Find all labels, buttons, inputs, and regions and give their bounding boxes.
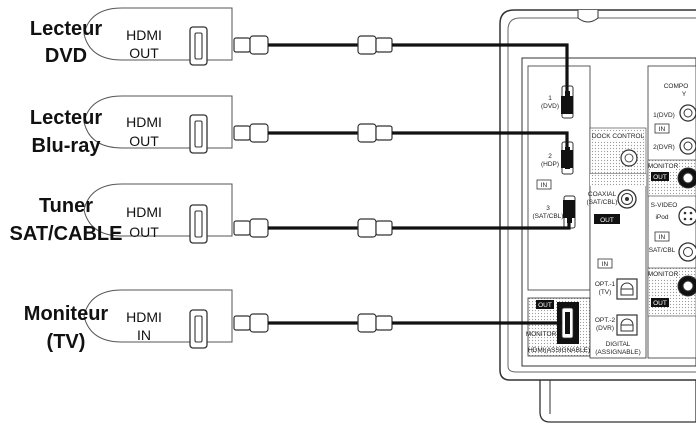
component-in-badge: IN [654, 123, 670, 134]
device-bluray-player: Lecteur Blu-ray HDMI OUT [30, 95, 233, 157]
hdmi-cable-tuner [233, 218, 393, 238]
device-name-line2: Blu-ray [32, 135, 102, 157]
hdmi-out-badge: OUT [538, 302, 552, 309]
hdmi-input-2-source: (HDP) [541, 161, 559, 168]
device-port-line1: HDMI [126, 27, 162, 43]
device-port-line2: OUT [129, 45, 159, 61]
optical-2-jack-icon [616, 314, 638, 336]
svideo-label: S-VIDEO [651, 202, 678, 209]
component-input-2-label: 2(DVR) [653, 144, 675, 151]
digital-label-line1: DIGITAL [606, 341, 631, 348]
hdmi-port-icon [189, 309, 208, 349]
component-input-1-label: 1(DVD) [653, 112, 675, 119]
hdmi-cable-bluray [233, 123, 393, 143]
device-port-line1: HDMI [126, 204, 162, 220]
optical-1-jack-icon [616, 278, 638, 300]
optical-1-label-line1: OPT.-1 [595, 281, 616, 288]
device-name-line1: Tuner [39, 195, 93, 217]
device-port-line2: OUT [129, 224, 159, 240]
coaxial-jack-icon [617, 189, 637, 209]
cable-routing [392, 43, 575, 325]
av-receiver-rear-panel: 1 (DVD) 2 (HDP) IN 3 (SAT/CBL) [499, 9, 696, 423]
svideo-sat-label: SAT/CBL [649, 247, 676, 254]
device-port-line2: IN [137, 327, 151, 343]
dock-control-section: DOCK CONTROL [589, 127, 647, 175]
svideo-in-badge: IN [654, 231, 670, 242]
hdmi-monitor-label: MONITOR [526, 331, 557, 338]
digital-in-badge: IN [597, 258, 613, 269]
hdmi-input-2-number: 2 [548, 153, 552, 160]
rca-jack-icon [679, 137, 696, 155]
component-y-label: Y [682, 91, 687, 98]
device-name-line2: SAT/CABLE [10, 223, 123, 245]
hdmi-port-icon [189, 204, 208, 244]
component-video-section: COMPO Y 1(DVD) IN 2(DVR) MONITOR OUT [647, 65, 696, 359]
hdmi-port-icon [189, 26, 208, 66]
device-port-line1: HDMI [126, 114, 162, 130]
hdmi-input-3-number: 3 [546, 205, 550, 212]
rca-jack-icon [679, 104, 696, 122]
device-name-line1: Lecteur [30, 107, 102, 129]
device-port-line2: OUT [129, 133, 159, 149]
rca-jack-icon [677, 167, 696, 189]
component-out-badge: OUT [653, 174, 667, 181]
device-monitor-tv: Moniteur (TV) HDMI IN [24, 289, 233, 353]
device-name-line1: Moniteur [24, 303, 109, 325]
hdmi-assignable-label: HDMI(ASSIGNABLE) [528, 347, 590, 354]
hdmi-port-icon [189, 114, 208, 154]
svg-text:IN: IN [541, 182, 548, 189]
svideo-jack-icon [677, 275, 696, 297]
device-sat-cable-tuner: Tuner SAT/CABLE HDMI OUT [10, 183, 233, 245]
optical-2-label-line1: OPT.-2 [595, 317, 616, 324]
svg-text:IN: IN [659, 126, 666, 133]
hdmi-monitor-out-section: OUT MONITOR HDMI(ASSIGNABLE) [526, 297, 591, 357]
optical-1-label-line2: (TV) [599, 289, 612, 296]
digital-out-badge: OUT [600, 217, 614, 224]
component-label: COMPO [664, 83, 689, 90]
component-monitor-label: MONITOR [648, 163, 679, 170]
svideo-jack-icon [678, 206, 696, 226]
digital-audio-section: COAXIAL (SAT/CBL) IN OUT OPT.-1 (TV) OPT… [587, 173, 647, 359]
svg-text:IN: IN [659, 234, 666, 241]
hdmi-section: 1 (DVD) 2 (HDP) IN 3 (SAT/CBL) [527, 65, 591, 291]
coaxial-label-line1: COAXIAL [588, 191, 617, 198]
dock-control-label: DOCK CONTROL [592, 133, 645, 140]
hdmi-cable-dvd [233, 35, 393, 55]
hdmi-cable-monitor [233, 313, 393, 333]
coaxial-label-line2: (SAT/CBL) [587, 199, 618, 206]
svideo-jack-icon [678, 242, 696, 262]
hdmi-in-badge: IN [536, 179, 552, 190]
hdmi-input-3-source: (SAT/CBL) [533, 213, 564, 220]
svg-text:IN: IN [602, 261, 609, 268]
device-port-line1: HDMI [126, 309, 162, 325]
device-name-line1: Lecteur [30, 18, 102, 40]
ipod-label: iPod [655, 214, 668, 221]
svideo-out-badge: OUT [653, 300, 667, 307]
digital-label-line2: (ASSIGNABLE) [595, 349, 641, 356]
hdmi-input-1-source: (DVD) [541, 103, 559, 110]
device-name-line2: DVD [45, 45, 87, 67]
svideo-monitor-label: MONITOR [648, 271, 679, 278]
device-name-line2: (TV) [47, 331, 86, 353]
device-dvd-player: Lecteur DVD HDMI OUT [30, 7, 233, 67]
optical-2-label-line2: (DVR) [596, 325, 614, 332]
hdmi-input-1-number: 1 [548, 95, 552, 102]
